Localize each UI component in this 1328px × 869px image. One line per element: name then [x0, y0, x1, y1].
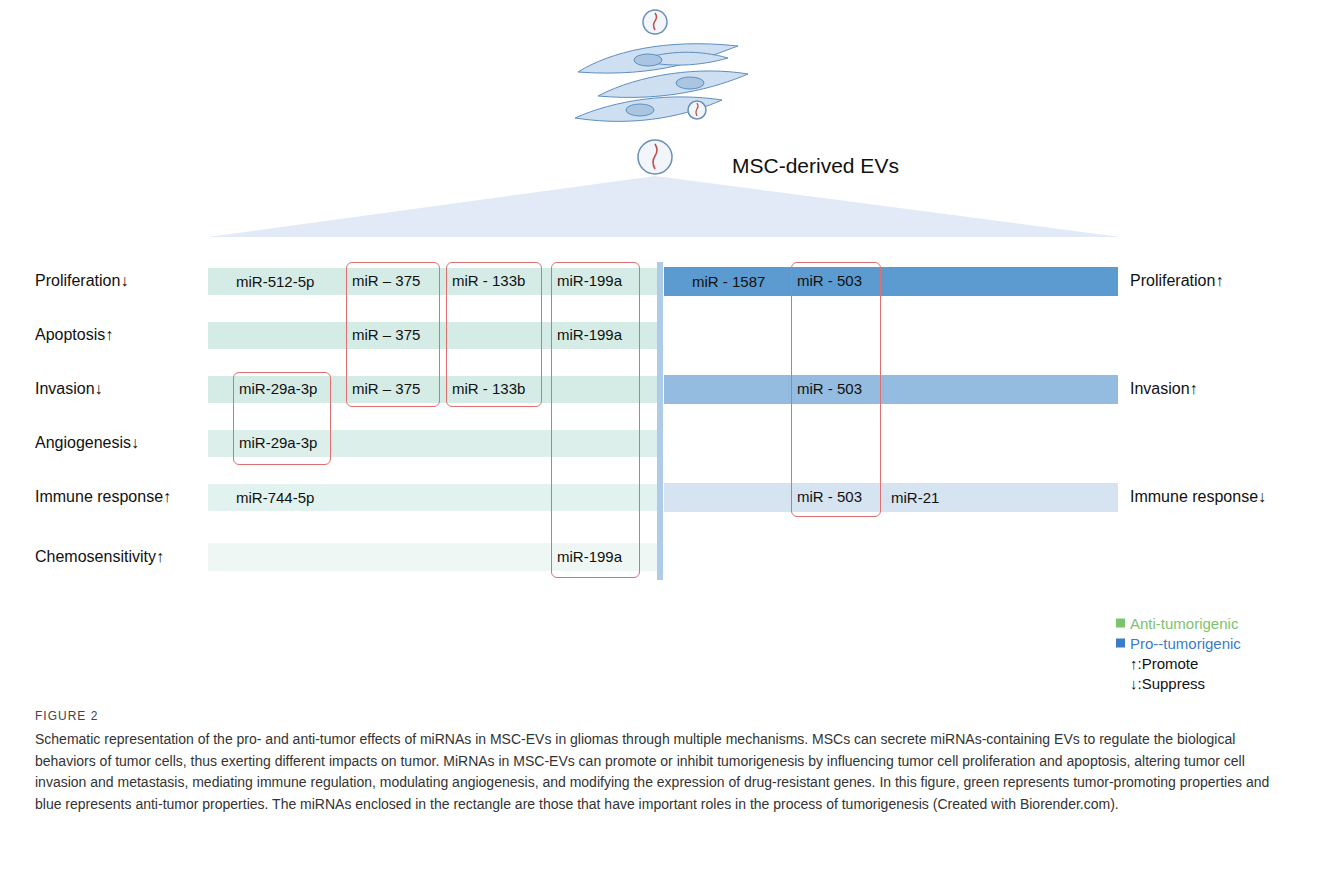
legend-swatch	[1116, 619, 1125, 628]
highlight-box: miR - 133b miR - 133b	[446, 262, 542, 407]
row-label: Chemosensitivity↑	[35, 548, 164, 566]
highlight-box: miR-199a miR-199a miR-199a	[551, 262, 640, 578]
row-label: Immune response↑	[35, 488, 171, 506]
row-label: Invasion↓	[35, 380, 103, 398]
legend-swatch	[1116, 639, 1125, 648]
mirna-label: miR-512-5p	[236, 273, 314, 290]
row-label: Proliferation↑	[1130, 272, 1223, 290]
mirna-label: miR-199a	[557, 326, 622, 343]
nucleus	[676, 77, 704, 89]
row-label: Immune response↓	[1130, 488, 1266, 506]
mirna-label: miR-21	[891, 489, 939, 506]
mirna-label: miR - 133b	[452, 272, 525, 289]
legend-text: Pro--tumorigenic	[1130, 635, 1241, 652]
row-label: Invasion↑	[1130, 380, 1198, 398]
row-bands	[208, 262, 1118, 580]
cell	[575, 97, 722, 121]
highlight-box: miR-29a-3p miR-29a-3p	[233, 372, 331, 465]
mirna-label: miR-199a	[557, 548, 622, 565]
mirna-label: miR-29a-3p	[239, 434, 317, 451]
mirna-label: miR - 1587	[692, 273, 765, 290]
mirna-label: miR – 375	[352, 272, 420, 289]
mirna-label: miR - 503	[797, 488, 862, 505]
mirna-label: miR - 133b	[452, 380, 525, 397]
mirna-label: miR - 503	[797, 380, 862, 397]
legend-text: ↑:Promote	[1130, 655, 1198, 672]
figure-caption: Schematic representation of the pro- and…	[35, 729, 1297, 815]
mirna-label: miR – 375	[352, 380, 420, 397]
legend-text: ↓:Suppress	[1130, 675, 1205, 692]
fan-shape	[208, 176, 1120, 237]
row-label: Proliferation↓	[35, 272, 128, 290]
mirna-label: miR - 503	[797, 272, 862, 289]
mirna-label: miR-199a	[557, 272, 622, 289]
nucleus	[634, 54, 662, 66]
cell	[578, 44, 738, 73]
msc-cells	[575, 44, 748, 122]
nucleus	[626, 104, 654, 116]
heading-label: MSC-derived EVs	[732, 154, 899, 178]
row-label: Angiogenesis↓	[35, 434, 139, 452]
mirna-label: miR-29a-3p	[239, 380, 317, 397]
mirna-label: miR-744-5p	[236, 489, 314, 506]
cell	[598, 71, 748, 97]
highlight-box: miR – 375 miR – 375 miR – 375	[346, 262, 440, 407]
legend-text: Anti-tumorigenic	[1130, 615, 1238, 632]
figure-number: FIGURE 2	[35, 709, 98, 723]
ev-vesicles	[638, 10, 706, 174]
highlight-box: miR - 503 miR - 503 miR - 503	[791, 262, 881, 517]
row-label: Apoptosis↑	[35, 326, 113, 344]
mirna-label: miR – 375	[352, 326, 420, 343]
